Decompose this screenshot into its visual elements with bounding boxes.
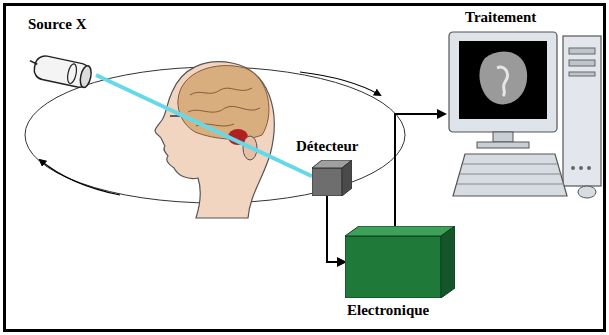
detector-box-shape — [312, 160, 352, 196]
node-label: Détecteur — [296, 138, 358, 155]
orbit-arrow — [40, 160, 120, 195]
signal-arrow — [327, 196, 345, 262]
x-ray-source-shape — [28, 52, 100, 94]
detector-box: Détecteur — [312, 160, 352, 196]
orbit-arrow — [300, 72, 380, 95]
electronics-box: Electronique — [345, 226, 455, 298]
computer-shape — [445, 28, 603, 200]
node-label: Traitement — [465, 9, 536, 26]
x-ray-source: Source X — [28, 52, 100, 94]
computer: Traitement — [445, 28, 603, 200]
node-label: Electronique — [347, 302, 429, 319]
head-illustration — [155, 62, 274, 218]
electronics-box-shape — [345, 226, 455, 298]
x-ray-beam — [96, 75, 312, 176]
node-label: Source X — [28, 16, 86, 33]
